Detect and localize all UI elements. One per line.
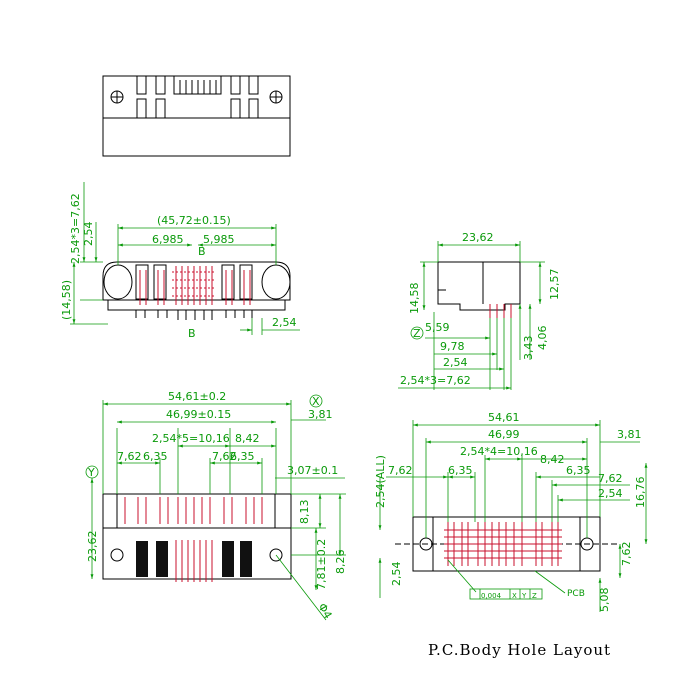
- dim-height: (14,58): [60, 280, 73, 320]
- hl-dim-p3: 6,35: [566, 464, 591, 477]
- bl-dim-h3: 7,81±0.2: [315, 539, 328, 590]
- hl-pcb-label: PCB: [567, 589, 585, 599]
- bl-dim-right-gap: 8,42: [235, 432, 260, 445]
- hl-dim-bottom-right2: 5,08: [598, 588, 611, 613]
- bl-dim-pitch5: 2,54*5=10,16: [152, 432, 230, 445]
- hl-datum-z: Z: [532, 592, 537, 600]
- bl-dim-offset: 3,81: [308, 408, 333, 421]
- bl-dim-p1: 7,62: [117, 450, 142, 463]
- dim-left-span: 6,985: [152, 233, 184, 246]
- hl-dim-p1: 7,62: [388, 464, 413, 477]
- bl-dim-dia: Φ4: [315, 601, 334, 621]
- side-dim-width: 23,62: [462, 231, 494, 244]
- side-datum-z: Z: [413, 327, 421, 340]
- hl-datum-y: Y: [521, 592, 527, 600]
- side-dim-v2: 4,06: [536, 326, 549, 351]
- hl-dim-overall: 54,61: [488, 411, 520, 424]
- side-dim-d1: 5,59: [425, 321, 450, 334]
- hl-dim-p5: 2,54: [598, 487, 623, 500]
- bl-datum-x: X: [312, 395, 320, 408]
- side-dim-v1: 3,43: [522, 336, 535, 361]
- hl-dim-bottom-left: 2,54: [390, 562, 403, 587]
- dim-pin-pitch: 2,54: [272, 316, 297, 329]
- bl-dim-p4: 6,35: [230, 450, 255, 463]
- bl-dim-h1: 8,13: [298, 500, 311, 525]
- hl-dim-right-gap: 8,42: [540, 453, 565, 466]
- front-view: (45,72±0.15) 6,985 5,985 B B 2,54*3=7,62…: [60, 182, 300, 340]
- bl-dim-hole: 3,07±0.1: [287, 464, 338, 477]
- hl-dim-inner: 46,99: [488, 428, 520, 441]
- bl-dim-p2: 6,35: [143, 450, 168, 463]
- section-label-top: B: [198, 245, 206, 258]
- side-dim-d2: 9,78: [440, 340, 465, 353]
- hl-dim-right-h: 16,76: [634, 477, 647, 509]
- hl-dim-offset: 3,81: [617, 428, 642, 441]
- side-dim-height: 14,58: [408, 283, 421, 315]
- front-pins: [135, 264, 253, 320]
- hl-tolerance: 0,004: [481, 592, 502, 600]
- hl-dim-height-all: 2,54(ALL): [374, 455, 387, 508]
- bottom-left-view: 54,61±0.2 46,99±0.15 X 3,81 2,54*5=10,16…: [85, 390, 347, 621]
- hl-datum-x: X: [512, 592, 517, 600]
- side-view: 23,62 14,58 12,57 Z 5,59 9,78 2,54 2,54*…: [398, 231, 561, 390]
- dim-overall: (45,72±0.15): [157, 214, 231, 227]
- hole-grid: [444, 522, 562, 566]
- hl-dim-bottom-right1: 7,62: [620, 542, 633, 567]
- top-view: [102, 75, 291, 157]
- hole-layout-view: 54,61 46,99 3,81 2,54*4=10,16 8,42 7,62 …: [374, 411, 648, 613]
- side-dim-d4: 2,54*3=7,62: [400, 374, 471, 387]
- bl-dim-inner: 46,99±0.15: [166, 408, 231, 421]
- bl-dim-overall: 54,61±0.2: [168, 390, 226, 403]
- section-label-bottom: B: [188, 327, 196, 340]
- dim-pitch3-vert: 2,54*3=7,62: [69, 193, 82, 264]
- drawing-title: P.C.Body Hole Layout: [428, 641, 611, 659]
- dim-right-span: 5,985: [203, 233, 235, 246]
- bl-dim-h2: 8,26: [334, 550, 347, 575]
- side-dim-right-height: 12,57: [548, 269, 561, 301]
- hl-dim-p2: 6,35: [448, 464, 473, 477]
- bl-dim-height: 23,62: [86, 531, 99, 563]
- tolerance-frame: 0,004 X Y Z: [469, 588, 543, 600]
- hl-dim-pitch4: 2,54*4=10,16: [460, 445, 538, 458]
- side-dim-d3: 2,54: [443, 356, 468, 369]
- bl-datum-y: Y: [87, 466, 95, 479]
- hl-dim-p4: 7,62: [598, 472, 623, 485]
- dim-pitch-vert: 2,54: [82, 222, 95, 247]
- bottom-left-pins: [124, 497, 263, 582]
